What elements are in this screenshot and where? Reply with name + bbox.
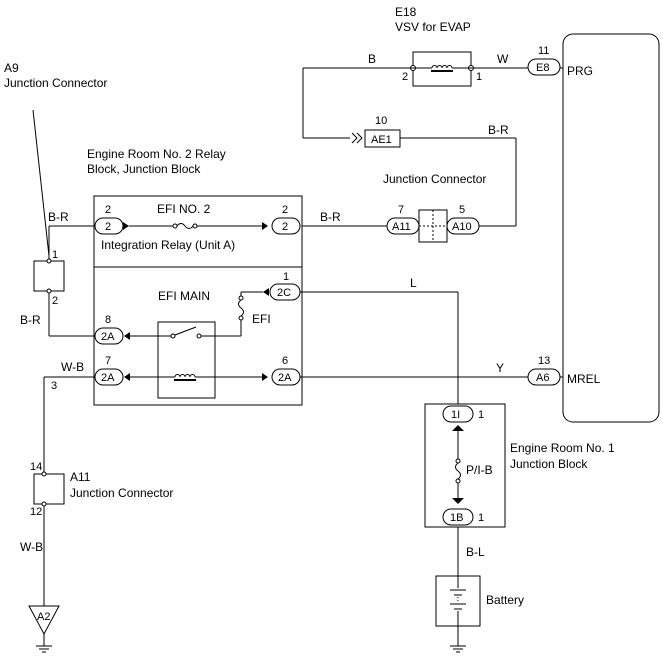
wire-br-right-label: B-R (488, 123, 509, 137)
efi-main-label: EFI MAIN (158, 289, 210, 303)
pin-a9-2: 2 (52, 295, 58, 307)
terminal-icon (263, 288, 269, 296)
pin-a11-7: 7 (398, 204, 404, 216)
connector-a10 (446, 217, 480, 235)
svg-text:A2: A2 (37, 611, 50, 623)
pin-e8-11: 11 (538, 45, 549, 57)
relay-switch-icon (174, 326, 197, 336)
pin-gnd-3: 3 (51, 380, 57, 392)
a11-name: Junction Connector (70, 486, 173, 500)
svg-text:2C: 2C (277, 287, 291, 299)
ground-icon (450, 645, 466, 653)
pin-a10-5: 5 (459, 204, 465, 216)
efi-no2-label: EFI NO. 2 (157, 202, 211, 216)
terminal-icon (123, 222, 129, 230)
svg-text:AE1: AE1 (371, 134, 392, 146)
pin-rb-2a-8: 8 (105, 314, 111, 326)
pin-jb1-1b: 1 (478, 512, 484, 524)
ecu-box (562, 33, 660, 423)
e18-code: E18 (395, 5, 417, 19)
a9-code: A9 (4, 61, 19, 75)
connector-1b (442, 508, 474, 526)
svg-text:A10: A10 (452, 221, 472, 233)
svg-text:1B: 1B (450, 512, 463, 524)
a9-connector-box (33, 260, 65, 292)
terminal-icon (262, 222, 268, 230)
erjb1-name-2: Junction Block (510, 457, 588, 471)
junction-connector-label: Junction Connector (383, 172, 486, 186)
efi-main-relay-box (157, 321, 216, 399)
svg-text:A11: A11 (392, 221, 411, 233)
battery-label: Battery (486, 593, 524, 607)
pib-fuse-icon (455, 462, 461, 480)
terminal-icon (124, 332, 130, 340)
pin-a11j-14: 14 (30, 461, 42, 473)
pin-rb-out-2: 2 (282, 204, 288, 216)
connector-e8 (527, 58, 561, 76)
connector-1i (442, 405, 474, 423)
svg-text:2A: 2A (101, 372, 115, 384)
wire-w-label: W (497, 52, 509, 66)
terminal-icon (262, 373, 268, 381)
connector-rb-out-2 (271, 217, 301, 235)
wire-wb-upper-label: W-B (61, 360, 84, 374)
pin-e18-2: 2 (402, 71, 408, 83)
a11-code: A11 (70, 470, 91, 484)
efi-fuse-label: EFI (252, 312, 271, 326)
a11-connector-box (33, 473, 65, 505)
svg-text:2: 2 (282, 221, 288, 233)
svg-text:2A: 2A (101, 331, 115, 343)
pin-rb-2a-6: 6 (282, 355, 288, 367)
terminal-icon (124, 373, 130, 381)
wire-br-left-label: B-R (48, 210, 69, 224)
erjb1-box (424, 403, 506, 528)
a9-leader-line (32, 109, 50, 257)
pin-a9-1: 1 (52, 249, 58, 261)
a9-name: Junction Connector (4, 76, 107, 90)
pin-a6-13: 13 (538, 355, 550, 367)
svg-text:1I: 1I (451, 409, 460, 421)
pin-e18-1: 1 (476, 71, 482, 83)
wire-bl-label: B-L (466, 545, 485, 559)
vsv-evap-box (412, 51, 472, 87)
svg-text:2: 2 (105, 221, 111, 233)
ae1-chevron-icon (351, 132, 363, 144)
relay-coil-icon (174, 374, 196, 378)
svg-text:A6: A6 (536, 372, 549, 384)
pib-label: P/I-B (466, 463, 493, 477)
pin-rb-in-2: 2 (105, 204, 111, 216)
wire-l-label: L (410, 276, 417, 290)
wire-y-label: Y (496, 361, 504, 375)
svg-text:E8: E8 (536, 62, 549, 74)
wire-br-lower-label: B-R (20, 313, 41, 327)
battery-icon (450, 589, 466, 610)
erjb1-name-1: Engine Room No. 1 (510, 441, 615, 455)
terminal-icon (452, 425, 464, 431)
ecu-pin-mrel: MREL (567, 372, 601, 386)
efi-no2-fuse-icon (176, 223, 194, 229)
wire-b-label: B (368, 52, 376, 66)
pin-ae1-10: 10 (375, 115, 387, 127)
relay-block-name-2: Block, Junction Block (87, 162, 201, 176)
efi-fuse-icon (238, 299, 244, 317)
e18-name: VSV for EVAP (395, 20, 471, 34)
ecu-pin-prg: PRG (567, 64, 593, 78)
wire-br-mid-label: B-R (320, 210, 341, 224)
pin-jb1-1i: 1 (478, 409, 484, 421)
pin-rb-2c-1: 1 (283, 271, 289, 283)
relay-block-name-1: Engine Room No. 2 Relay (87, 147, 226, 161)
connector-a2 (28, 605, 60, 636)
terminal-icon (452, 498, 464, 504)
pin-a11j-12: 12 (30, 506, 42, 518)
integration-relay-label: Integration Relay (Unit A) (101, 238, 235, 252)
vsv-coil-icon (431, 65, 453, 69)
pin-rb-2a-7: 7 (105, 355, 111, 367)
wire-wb-lower-label: W-B (20, 540, 43, 554)
ground-icon (36, 645, 52, 653)
svg-text:2A: 2A (278, 372, 292, 384)
